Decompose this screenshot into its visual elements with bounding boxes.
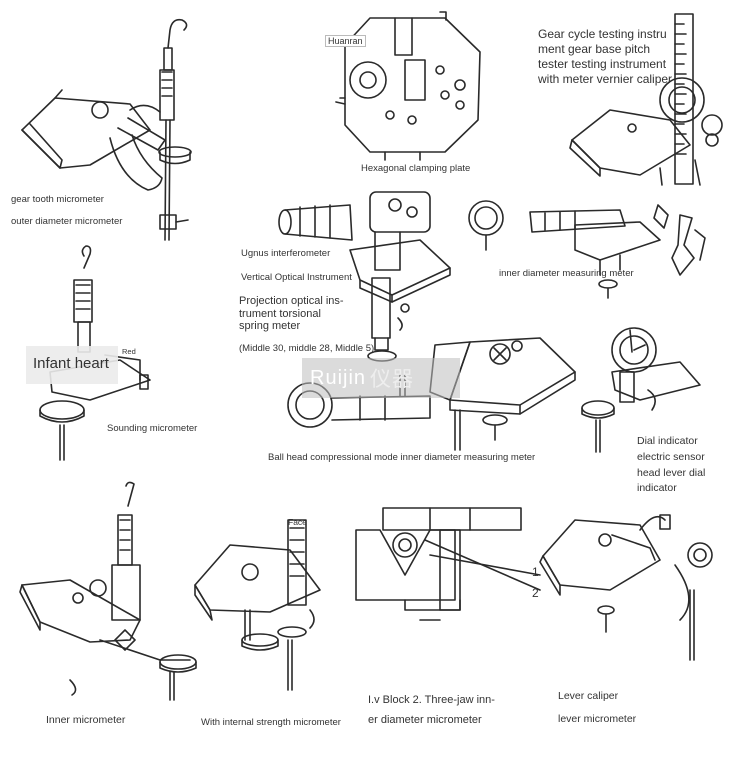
huanran-label: Huanran [325,35,366,47]
vertical-optical-instrument-label: Vertical Optical Instrument [241,272,352,283]
lever-caliper-label: Lever caliper [558,690,619,702]
projection-line-2: trument torsional [239,307,321,320]
gear-cycle-line-2: ment gear base pitch [538,42,651,56]
dial-indicator-line-3: head lever dial [637,466,706,479]
inner-micrometer-drawing [20,482,196,700]
marker-2: 2 [532,586,539,600]
lever-caliper-drawing [540,515,712,660]
inner-diameter-measuring-meter-label: inner diameter measuring meter [499,268,634,279]
optical-instrument-drawing [279,192,450,361]
red-label: Red [122,347,136,356]
dial-indicator-label: Dial indicator electric sensor head leve… [637,434,705,497]
v-block-drawing [356,508,540,620]
watermark: Ruijin 仪器 [302,358,460,398]
infant-heart-label: Infant heart [33,355,109,372]
dial-indicator-line-2: electric sensor [637,450,705,463]
inner-micrometer-label: Inner micrometer [46,714,126,726]
internal-strength-label: With internal strength micrometer [201,717,341,728]
watermark-text: Ruijin [310,366,367,389]
gear-cycle-label: Gear cycle testing instru ment gear base… [538,27,672,87]
dial-indicator-drawing [582,328,700,452]
gear-cycle-line-1: Gear cycle testing instru [538,27,667,41]
internal-strength-micrometer-drawing [195,520,320,690]
middle-values-label: (Middle 30, middle 28, Middle 5) [239,343,375,354]
gear-cycle-line-3: tester testing instrument [538,57,667,71]
marker-1: 1 [532,565,539,579]
sounding-micrometer-label: Sounding micrometer [107,423,198,434]
dial-indicator-line-4: indicator [637,482,677,495]
dial-indicator-line-1: Dial indicator [637,435,698,447]
projection-label: Projection optical ins- trument torsiona… [239,295,344,333]
gear-tooth-micrometer-label: gear tooth micrometer [11,194,104,205]
block-line-1: I.v Block 2. Three-jaw inn- [368,694,495,706]
block-label: I.v Block 2. Three-jaw inn- er diameter … [368,690,495,731]
lever-micrometer-label: lever micrometer [558,713,637,725]
gear-cycle-line-4: with meter vernier caliper [538,72,673,86]
hexagonal-clamping-plate-drawing [336,12,480,160]
infant-heart-highlight [26,346,118,384]
gear-cycle-tester-drawing [570,14,722,185]
hexagonal-clamping-plate-label: Hexagonal clamping plate [361,163,471,174]
projection-line-3: spring meter [239,320,301,333]
ball-head-label: Ball head compressional mode inner diame… [268,452,536,463]
sounding-micrometer-drawing [40,246,150,460]
inner-diameter-meter-drawing [469,201,705,298]
projection-line-1: Projection optical ins- [239,295,344,307]
block-line-2: er diameter micrometer [368,714,482,727]
ugnus-interferometer-label: Ugnus interferometer [241,248,331,259]
face-label: Face [288,517,307,527]
gear-tooth-micrometer-drawing [22,20,191,240]
watermark-glyphs: 仪器 [370,368,415,391]
outer-diameter-micrometer-label: outer diameter micrometer [11,216,123,227]
